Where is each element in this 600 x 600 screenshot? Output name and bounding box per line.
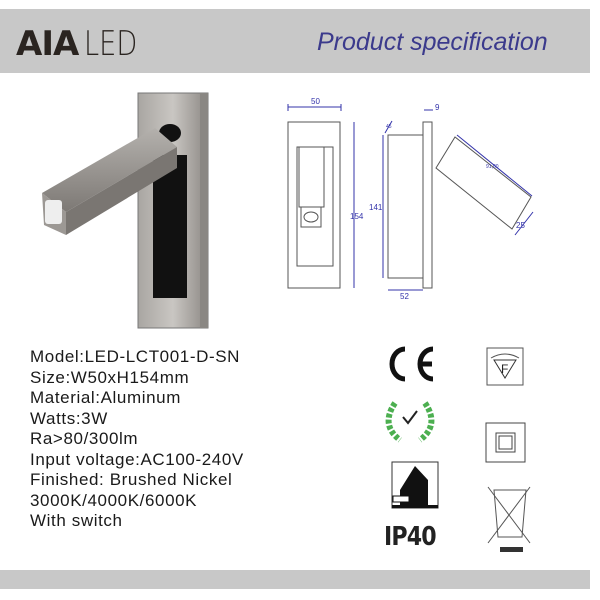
f-mark-icon: F — [486, 347, 524, 386]
ce-mark-icon — [389, 346, 434, 382]
spec-material: Material:Aluminum — [30, 388, 181, 407]
dim-arm-width: 25 — [516, 221, 525, 230]
footer-band — [0, 570, 590, 589]
spec-model: Model:LED-LCT001-D-SN — [30, 347, 241, 366]
spec-watts: Watts:3W — [30, 408, 108, 428]
spec-voltage: Input voltage:AC100-240V — [30, 449, 244, 469]
logo-mark: AIA — [16, 24, 79, 64]
dim-depth: 52 — [400, 292, 409, 301]
spec-cct: 3000K/4000K/6000K — [30, 490, 198, 510]
dim-angle: 45 — [386, 124, 392, 130]
led-lens — [45, 200, 62, 224]
spec-size: Size:W50xH154mm — [30, 367, 190, 387]
logo-word: LED — [84, 24, 138, 64]
brand-logo: AIA LED — [16, 21, 151, 67]
dim-width: 50 — [311, 97, 320, 106]
ip-rating: IP40 — [384, 522, 437, 552]
dim-arm-length: 91,00 — [486, 164, 499, 170]
spec-list: Model:LED-LCT001-D-SN Size:W50xH154mm Ma… — [30, 347, 244, 532]
class-ii-double-insulation-icon — [485, 422, 526, 463]
spec-switch: With switch — [30, 511, 123, 530]
dim-plate-thickness: 9 — [435, 103, 440, 112]
swivel-arm — [42, 128, 177, 212]
indoor-use-house-icon — [391, 461, 439, 509]
weee-crossed-bin-icon — [487, 486, 531, 552]
page-title: Product specification — [317, 28, 548, 56]
spec-ra: Ra>80/300lm — [30, 429, 139, 448]
svg-text:F: F — [501, 362, 508, 376]
quality-laurel-icon — [385, 401, 435, 443]
dim-height: 154 — [350, 212, 364, 221]
dim-inner-height: 141 — [369, 203, 383, 212]
spec-finish: Finished: Brushed Nickel — [30, 470, 233, 489]
header-band: AIA LED Product specification — [0, 9, 590, 73]
